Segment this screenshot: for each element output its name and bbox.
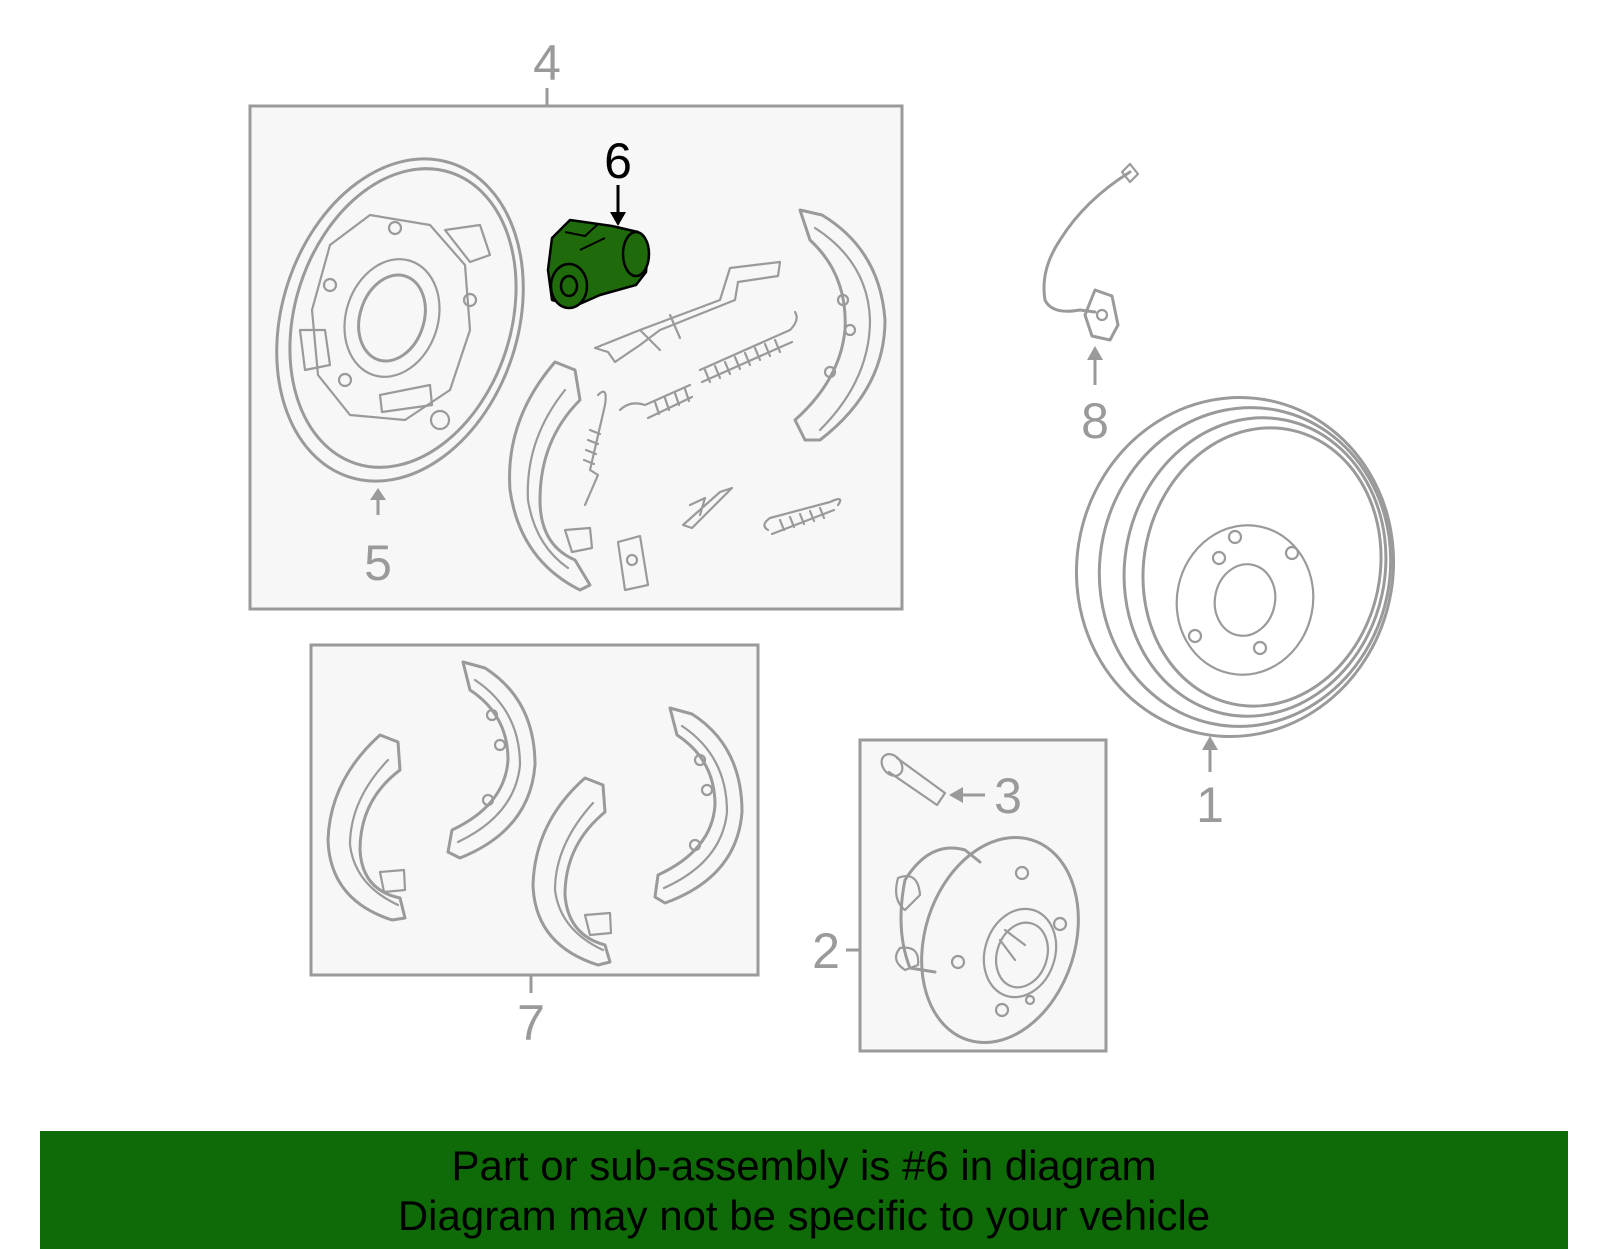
callout-1[interactable]: 1 <box>1196 777 1224 833</box>
adjuster-strut <box>593 260 782 364</box>
callout-2[interactable]: 2 <box>812 923 840 979</box>
abs-sensor[interactable] <box>1042 162 1140 385</box>
retainer-clip <box>616 534 650 592</box>
assembly-box-7: 7 <box>309 643 760 1051</box>
small-spring <box>763 498 842 536</box>
callout-6[interactable]: 6 <box>604 133 632 189</box>
callout-3[interactable]: 3 <box>994 768 1022 824</box>
wheel-stud[interactable] <box>877 750 985 807</box>
info-banner: Part or sub-assembly is #6 in diagram Di… <box>40 1131 1568 1249</box>
banner-line-2: Diagram may not be specific to your vehi… <box>397 1192 1211 1239</box>
return-spring-upper <box>698 310 798 384</box>
shoe-set-4 <box>653 706 744 905</box>
shoe-set-1 <box>326 733 407 922</box>
backing-plate[interactable] <box>237 127 563 515</box>
callout-4[interactable]: 4 <box>533 35 561 91</box>
callout-5[interactable]: 5 <box>364 535 392 591</box>
adjuster-lever <box>681 486 734 530</box>
callout-7[interactable]: 7 <box>517 995 545 1051</box>
callout-8[interactable]: 8 <box>1081 393 1109 449</box>
shoe-set-3 <box>531 776 613 967</box>
brake-drum[interactable] <box>1045 368 1425 772</box>
shoe-set-2 <box>446 660 537 860</box>
hold-down-spring <box>582 390 607 507</box>
hub-assembly[interactable] <box>894 817 1104 1063</box>
return-spring-lower <box>618 383 694 420</box>
banner-line-1: Part or sub-assembly is #6 in diagram <box>451 1142 1157 1189</box>
brake-shoe-left <box>508 360 594 592</box>
wheel-cylinder[interactable] <box>546 218 651 310</box>
brake-shoe-right <box>793 208 887 442</box>
